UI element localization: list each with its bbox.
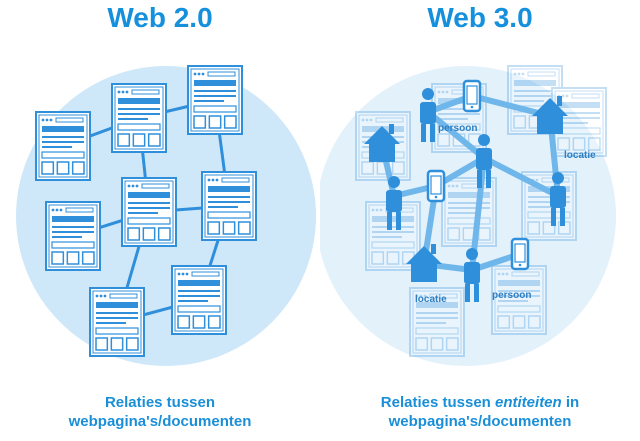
house-right-icon (532, 96, 568, 134)
person-right-icon (550, 172, 566, 226)
web2-page-center (121, 177, 177, 247)
web3-diagram: persoon locatie locatie persoon (320, 65, 616, 366)
web2-page-bottom-left (89, 287, 145, 357)
web3-caption-line2: webpagina's/documenten (388, 413, 572, 430)
web2-diagram (16, 65, 316, 366)
phone-middle-icon (426, 169, 446, 203)
web3-caption: Relaties tussen entiteiten in webpagina'… (320, 393, 640, 431)
person-middle-icon (476, 134, 492, 188)
web3-caption-emphasis: entiteiten (495, 394, 562, 411)
web3-panel: Web 3.0 persoon locatie locatie persoon … (320, 0, 640, 441)
web2-page-right (201, 171, 257, 241)
web2-page-left-top (35, 111, 91, 181)
web2-page-bottom-right (171, 265, 227, 335)
phone-top-icon (462, 79, 482, 113)
web3-link (425, 109, 487, 161)
web2-caption-line1: Relaties tussen (104, 394, 216, 411)
web2-caption: Relaties tussen webpagina's/documenten (0, 393, 320, 431)
web3-link (481, 155, 561, 199)
web3-faded-page (441, 177, 497, 247)
web3-faded-page (491, 265, 547, 335)
label-locatie-right: locatie (564, 150, 596, 161)
web2-caption-line2: webpagina's/documenten (68, 413, 252, 430)
web3-labels: persoon locatie locatie persoon (415, 123, 596, 305)
web3-faded-pages (355, 65, 607, 357)
phone-bottom-icon (510, 237, 530, 271)
web2-page-left-bottom (45, 201, 101, 271)
house-left-icon (364, 124, 400, 162)
web2-title: Web 2.0 (107, 2, 213, 33)
web3-caption-prefix: Relaties tussen (380, 394, 496, 411)
web2-page-top-right (187, 65, 243, 135)
house-bottom-icon (406, 244, 442, 282)
label-persoon-top: persoon (438, 123, 477, 134)
web3-caption-suffix: in (561, 394, 580, 411)
web3-faded-page (409, 287, 465, 357)
label-locatie-bottom: locatie (415, 294, 447, 305)
web3-entities (364, 79, 568, 302)
label-persoon-bottom: persoon (492, 290, 531, 301)
web2-page-top-middle (111, 83, 167, 153)
web2-pages (35, 65, 257, 357)
web3-caption-line1: Relaties tussen entiteiten in (320, 393, 640, 412)
person-left-icon (386, 176, 402, 230)
person-top-icon (420, 88, 436, 142)
web3-faded-page (521, 171, 577, 241)
person-bottom-icon (464, 248, 480, 302)
web2-panel: Web 2.0 Relaties tussen webpagina's/docu… (0, 2, 320, 431)
web3-title: Web 3.0 (427, 2, 533, 33)
